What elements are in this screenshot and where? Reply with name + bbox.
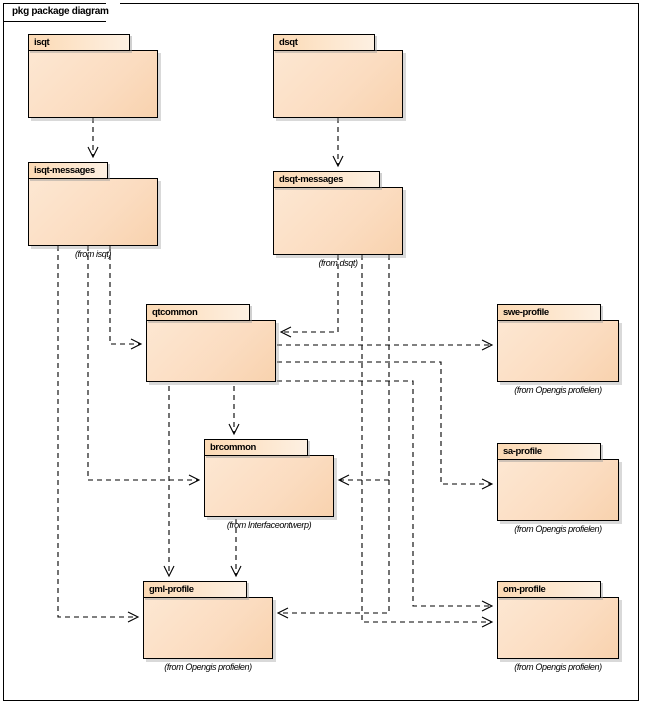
package-body-om-profile[interactable]: [497, 597, 619, 659]
package-body-qtcommon[interactable]: [146, 320, 276, 382]
package-tab-brcommon[interactable]: brcommon: [204, 439, 308, 456]
package-tab-swe-profile[interactable]: swe-profile: [497, 304, 601, 321]
package-label-isqt: isqt: [34, 37, 50, 48]
package-body-isqt[interactable]: [28, 50, 158, 118]
package-label-gml-profile: gml-profile: [149, 584, 194, 595]
package-om-profile[interactable]: om-profile: [497, 581, 619, 659]
package-tab-qtcommon[interactable]: qtcommon: [146, 304, 250, 321]
package-tab-om-profile[interactable]: om-profile: [497, 581, 601, 598]
package-isqt-messages[interactable]: isqt-messages: [28, 162, 158, 246]
diagram-frame-tab-body: [3, 3, 107, 22]
package-sa-profile[interactable]: sa-profile: [497, 443, 619, 521]
package-body-isqt-messages[interactable]: [28, 178, 158, 246]
package-label-om-profile: om-profile: [503, 584, 546, 595]
package-label-isqt-messages: isqt-messages: [34, 165, 95, 176]
diagram-title: pkg package diagram: [12, 6, 109, 17]
package-body-sa-profile[interactable]: [497, 459, 619, 521]
package-body-gml-profile[interactable]: [143, 597, 273, 659]
package-label-dsqt-messages: dsqt-messages: [279, 174, 343, 185]
package-tab-dsqt[interactable]: dsqt: [273, 34, 375, 51]
package-swe-profile[interactable]: swe-profile: [497, 304, 619, 382]
package-body-brcommon[interactable]: [204, 455, 334, 517]
package-from-isqt-messages: (from isqt): [74, 249, 112, 259]
package-from-om-profile: (from Opengis profielen): [514, 662, 602, 672]
package-tab-sa-profile[interactable]: sa-profile: [497, 443, 601, 460]
package-isqt[interactable]: isqt: [28, 34, 158, 118]
package-body-dsqt[interactable]: [273, 50, 403, 118]
package-brcommon[interactable]: brcommon: [204, 439, 334, 517]
package-from-sa-profile: (from Opengis profielen): [514, 524, 602, 534]
package-tab-gml-profile[interactable]: gml-profile: [143, 581, 247, 598]
package-tab-dsqt-messages[interactable]: dsqt-messages: [273, 171, 380, 188]
package-label-brcommon: brcommon: [210, 442, 256, 453]
package-label-qtcommon: qtcommon: [152, 307, 198, 318]
package-label-swe-profile: swe-profile: [503, 307, 549, 318]
package-from-dsqt-messages: (from dsqt): [318, 258, 358, 268]
package-from-gml-profile: (from Opengis profielen): [164, 662, 252, 672]
package-tab-isqt-messages[interactable]: isqt-messages: [28, 162, 108, 179]
package-label-dsqt: dsqt: [279, 37, 298, 48]
package-dsqt[interactable]: dsqt: [273, 34, 403, 118]
package-body-dsqt-messages[interactable]: [273, 187, 403, 255]
package-from-brcommon: (from Interfaceontwerp): [226, 520, 312, 530]
package-dsqt-messages[interactable]: dsqt-messages: [273, 171, 403, 255]
package-tab-isqt[interactable]: isqt: [28, 34, 130, 51]
diagram-frame-tab-corner: [106, 3, 120, 22]
package-from-swe-profile: (from Opengis profielen): [514, 385, 602, 395]
package-label-sa-profile: sa-profile: [503, 446, 542, 457]
diagram-frame: [3, 3, 639, 701]
package-qtcommon[interactable]: qtcommon: [146, 304, 276, 382]
package-body-swe-profile[interactable]: [497, 320, 619, 382]
package-gml-profile[interactable]: gml-profile: [143, 581, 273, 659]
